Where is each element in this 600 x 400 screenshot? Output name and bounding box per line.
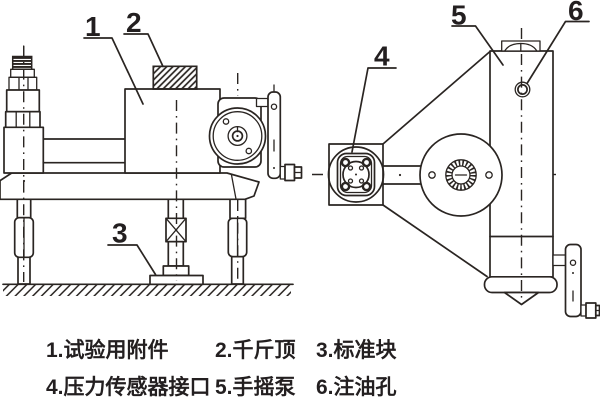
- callout-5: 5: [451, 0, 467, 31]
- crank-handle-right: [553, 245, 600, 319]
- callout-1: 1: [85, 11, 101, 42]
- centerlines-left: [24, 46, 238, 282]
- leader-6: [527, 22, 589, 84]
- callout-2: 2: [126, 7, 142, 38]
- legend-item-1: 1.试验用附件: [46, 339, 169, 362]
- test-bench-table: [0, 173, 259, 199]
- oil-fill-hole: [515, 82, 530, 97]
- pump-disc: [420, 134, 502, 216]
- leader-4: [352, 68, 396, 152]
- legend-item-6: 6.注油孔: [316, 376, 397, 399]
- legend-item-2: 2.千斤顶: [215, 339, 296, 362]
- right-view: [312, 28, 600, 318]
- callout-3: 3: [112, 218, 128, 249]
- leader-1: [84, 38, 143, 104]
- pressure-sensor-flange: [329, 144, 384, 205]
- leader-2: [124, 34, 163, 67]
- callouts: 1 2 3 4 5 6: [84, 0, 589, 275]
- callout-4: 4: [374, 41, 390, 72]
- leader-5: [452, 26, 503, 65]
- ground: [3, 284, 293, 296]
- callout-6: 6: [568, 0, 584, 26]
- jack-block: [153, 66, 196, 89]
- pump-wheel: [210, 98, 269, 167]
- legend-item-4: 4.压力传感器接口: [46, 376, 211, 399]
- leader-3: [108, 245, 156, 275]
- piston-rails: [43, 139, 128, 163]
- crank-handle-left: [268, 85, 302, 181]
- legend-item-3: 3.标准块: [316, 339, 397, 362]
- frame-diagonals: [383, 52, 490, 277]
- left-view: [0, 46, 302, 296]
- legend-item-5: 5.手摇泵: [215, 376, 296, 399]
- standard-block: [150, 276, 203, 285]
- test-attachment-body: [125, 89, 220, 173]
